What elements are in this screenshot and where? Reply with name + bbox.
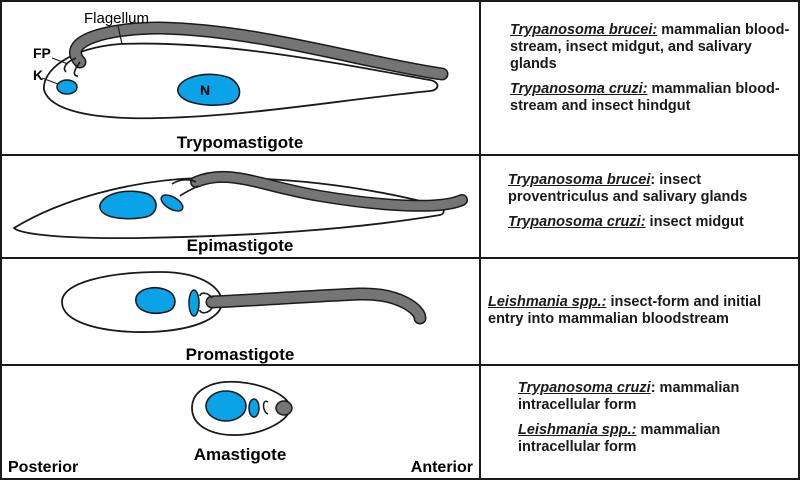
promastigote-kinetoplast <box>188 289 200 317</box>
organism-name: Trypanosoma cruzi <box>518 380 651 396</box>
promastigote-cell: Promastigote <box>61 271 427 364</box>
kinetoplast <box>56 79 78 95</box>
organism-name: Leishmania spp.: <box>518 422 637 438</box>
promastigote-flagellum <box>207 288 425 323</box>
organism-name: Trypanosoma brucei: <box>510 22 658 38</box>
description-entry: Trypanosoma cruzi: mammalian blood-strea… <box>510 81 790 115</box>
anterior-label: Anterior <box>411 459 473 476</box>
amastigote-nucleus <box>205 390 247 422</box>
k-label: K <box>33 67 43 83</box>
flagellum-label: Flagellum <box>84 10 149 27</box>
epimastigote-cell: Epimastigote <box>12 170 468 255</box>
fp-pointer <box>51 57 69 65</box>
description-entry: Trypanosoma brucei: insect proventriculu… <box>508 172 790 206</box>
epimastigote-flagellum <box>191 172 467 211</box>
trypomastigote-body <box>43 42 439 120</box>
host-location: mammalian intracellular form <box>518 422 721 455</box>
trypomastigote-label: Trypomastigote <box>177 133 304 152</box>
amastigote-description: Trypanosoma cruzi: mammalian intracellul… <box>518 380 790 464</box>
trypomastigote-description: Trypanosoma brucei: mammalian blood-stre… <box>510 22 790 123</box>
organism-name: Trypanosoma cruzi: <box>508 214 646 230</box>
flagellar-pocket <box>63 57 81 77</box>
epimastigote-description: Trypanosoma brucei: insect proventriculu… <box>508 172 790 239</box>
epimastigote-label: Epimastigote <box>187 236 294 255</box>
description-entry: Trypanosoma cruzi: mammalian intracellul… <box>518 380 790 414</box>
k-pointer <box>41 77 59 85</box>
description-entry: Leishmania spp.: mammalian intracellular… <box>518 422 790 456</box>
promastigote-nucleus <box>135 286 176 314</box>
description-entry: Trypanosoma cruzi: insect midgut <box>508 214 790 231</box>
amastigote-kinetoplast <box>248 398 260 418</box>
host-location: : insect proventriculus and salivary gla… <box>508 172 748 205</box>
organism-name: Leishmania spp.: <box>488 294 607 310</box>
amastigote-label: Amastigote <box>194 445 287 464</box>
description-entry: Leishmania spp.: insect-form and initial… <box>488 294 792 328</box>
description-entry: Trypanosoma brucei: mammalian blood-stre… <box>510 22 790 73</box>
host-location: insect midgut <box>645 214 744 230</box>
posterior-label: Posterior <box>8 459 78 476</box>
flagellum-pointer <box>117 25 123 45</box>
organism-name: Trypanosoma brucei <box>508 172 651 188</box>
promastigote-description: Leishmania spp.: insect-form and initial… <box>488 294 792 336</box>
fp-label: FP <box>33 45 51 61</box>
promastigote-label: Promastigote <box>186 345 295 364</box>
nucleus <box>177 73 241 107</box>
amastigote-flagellum <box>275 400 293 416</box>
host-location: mammalian blood-stream and insect hindgu… <box>510 81 780 114</box>
epimastigote-kinetoplast <box>160 194 184 212</box>
epimastigote-nucleus <box>99 190 157 220</box>
host-location: : mammalian intracellular form <box>518 380 740 413</box>
host-location: insect-form and initial entry into mamma… <box>488 294 762 327</box>
trypomastigote-cell: Flagellum FP K N Trypomastigote <box>33 10 449 152</box>
amastigote-cell: Amastigote <box>191 380 293 464</box>
n-label: N <box>200 82 210 98</box>
host-location: mammalian blood-stream, insect midgut, a… <box>510 22 790 72</box>
organism-name: Trypanosoma cruzi: <box>510 81 648 97</box>
